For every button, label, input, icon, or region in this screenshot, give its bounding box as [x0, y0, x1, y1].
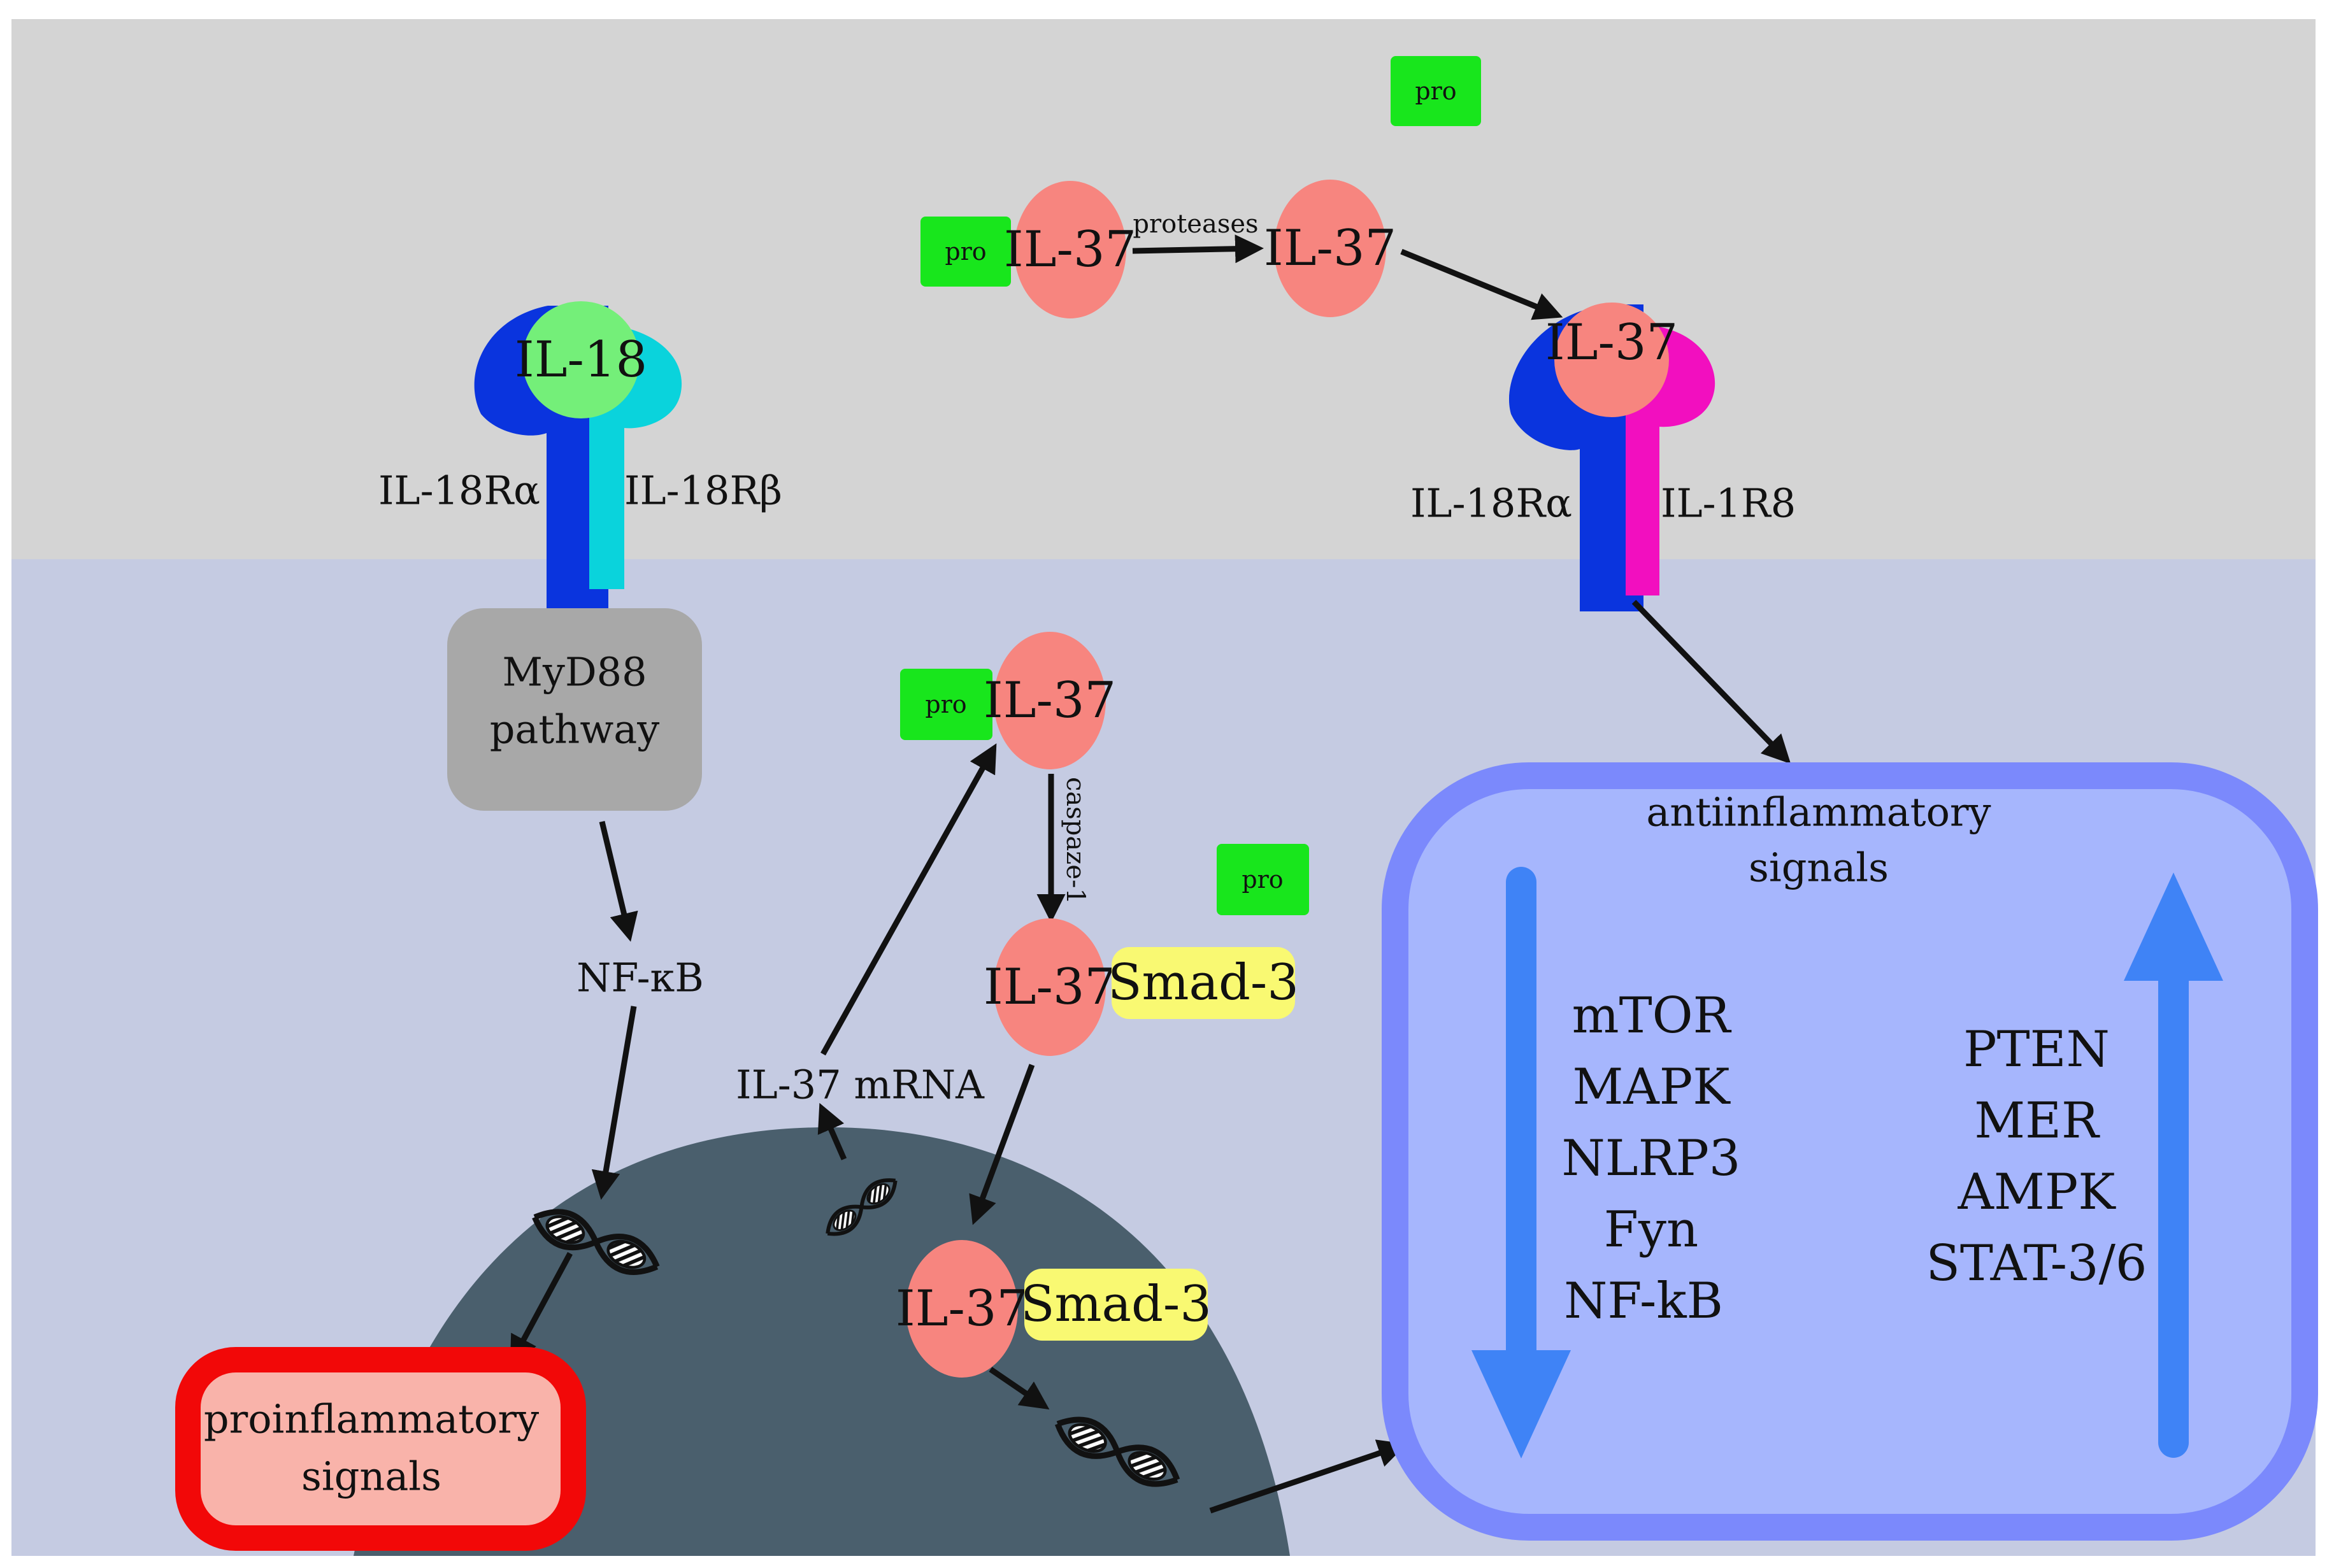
- il37-bound-label: IL-37: [1545, 314, 1678, 371]
- anti-signals-label: signals: [1749, 845, 1889, 891]
- upregulated-list: PTEN MER AMPK STAT-3/6: [1926, 1021, 2147, 1292]
- proinflammatory-signals-box: [175, 1347, 586, 1551]
- proinflammatory-label: proinflammatory: [204, 1396, 539, 1443]
- pro-domain-released: [1217, 844, 1309, 915]
- il18r-alpha-label-right: IL-18Rα: [1410, 480, 1572, 527]
- extracellular-space: [11, 19, 2316, 559]
- downregulated-item: mTOR: [1572, 987, 1732, 1044]
- proteases-label: proteases: [1133, 210, 1258, 239]
- il37-precursor-intracellular-label: IL-37: [984, 672, 1116, 729]
- arrow-il37-to-receptor: [1400, 248, 1563, 320]
- pro-domain-free: [1391, 56, 1481, 126]
- arrow-smad-to-nucleus: [969, 1064, 1035, 1225]
- nfkb-label: NF-κB: [576, 955, 704, 1001]
- antiinflammatory-signals-box: [1382, 762, 2318, 1541]
- pro-domain-intracellular: [900, 669, 992, 740]
- il37-precursor-intracellular: [994, 632, 1106, 769]
- upregulation-arrow: [2124, 873, 2223, 1458]
- caspase1-label: caspaze-1: [1061, 777, 1090, 904]
- smad3-b-label: Smad-3: [1020, 1276, 1212, 1333]
- myd88-pathway-box: [447, 608, 702, 811]
- il37-precursor-label: IL-37: [1004, 221, 1136, 278]
- downregulated-item: MAPK: [1573, 1058, 1731, 1116]
- arrow-dna-to-proinflammatory: [510, 1251, 573, 1365]
- il37-mature-label: IL-37: [1264, 220, 1396, 277]
- arrow-mrna-to-precursor: [820, 743, 997, 1056]
- arrow-dna-to-antiinflammatory: [1209, 1439, 1407, 1514]
- pro-label-top: pro: [1415, 77, 1456, 105]
- pro-label-intracellular: pro: [925, 690, 966, 718]
- il37-mature: [1274, 180, 1386, 317]
- smad3-complex-a: [1112, 947, 1295, 1019]
- downregulated-item: Fyn: [1604, 1201, 1698, 1258]
- pro-label-released: pro: [1242, 866, 1283, 894]
- smad3-a-label: Smad-3: [1108, 954, 1299, 1011]
- il18-label: IL-18: [515, 331, 647, 388]
- signals-label: signals: [301, 1453, 441, 1500]
- il18r-alpha-label: IL-18Rα: [378, 467, 540, 514]
- il18r-beta-label: IL-18Rβ: [624, 467, 782, 514]
- arrow-nuclear-to-dna: [989, 1367, 1050, 1410]
- upregulated-item: STAT-3/6: [1926, 1235, 2147, 1292]
- downregulated-list: mTOR MAPK NLRP3 Fyn NF-kB: [1562, 987, 1741, 1330]
- smad3-complex-b: [1024, 1269, 1208, 1341]
- arrow-dna-to-mrna: [817, 1102, 847, 1160]
- il37-mrna-label: IL-37 mRNA: [736, 1062, 985, 1108]
- pro-label: pro: [945, 238, 986, 266]
- il37-smad-b-label: IL-37: [896, 1280, 1028, 1337]
- arrow-nfkb-to-dna: [591, 1006, 637, 1200]
- upregulated-item: PTEN: [1963, 1021, 2110, 1078]
- myd88-label: MyD88: [502, 649, 647, 695]
- il37-precursor: [1014, 181, 1126, 318]
- arrow-receptor-to-antiinflammatory: [1631, 599, 1791, 764]
- il18-receptor-complex: IL-18 IL-18Rα IL-18Rβ: [378, 301, 782, 608]
- il37-mature-intracellular: [994, 918, 1106, 1056]
- nucleus: [354, 1127, 1290, 1556]
- arrow-protease-cleavage: [1132, 234, 1264, 264]
- il37-receptor-complex: IL-37 IL-18Rα IL-1R8: [1410, 303, 1796, 611]
- downregulation-arrow: [1471, 867, 1571, 1458]
- pathway-label: pathway: [490, 706, 660, 753]
- il37-nuclear: [906, 1240, 1018, 1378]
- downregulated-item: NLRP3: [1562, 1130, 1741, 1187]
- arrow-myd88-to-nfkb: [599, 820, 638, 942]
- il1r8-label: IL-1R8: [1661, 480, 1796, 527]
- upregulated-item: MER: [1974, 1092, 2100, 1150]
- antiinflammatory-label: antiinflammatory: [1646, 789, 1991, 836]
- downregulated-item: NF-kB: [1564, 1272, 1723, 1330]
- il37-ligand-bound: [1554, 303, 1669, 417]
- il18-ligand: [522, 301, 640, 418]
- pro-domain: [920, 217, 1011, 287]
- il37-smad-a-label: IL-37: [984, 959, 1116, 1016]
- upregulated-item: AMPK: [1958, 1164, 2117, 1221]
